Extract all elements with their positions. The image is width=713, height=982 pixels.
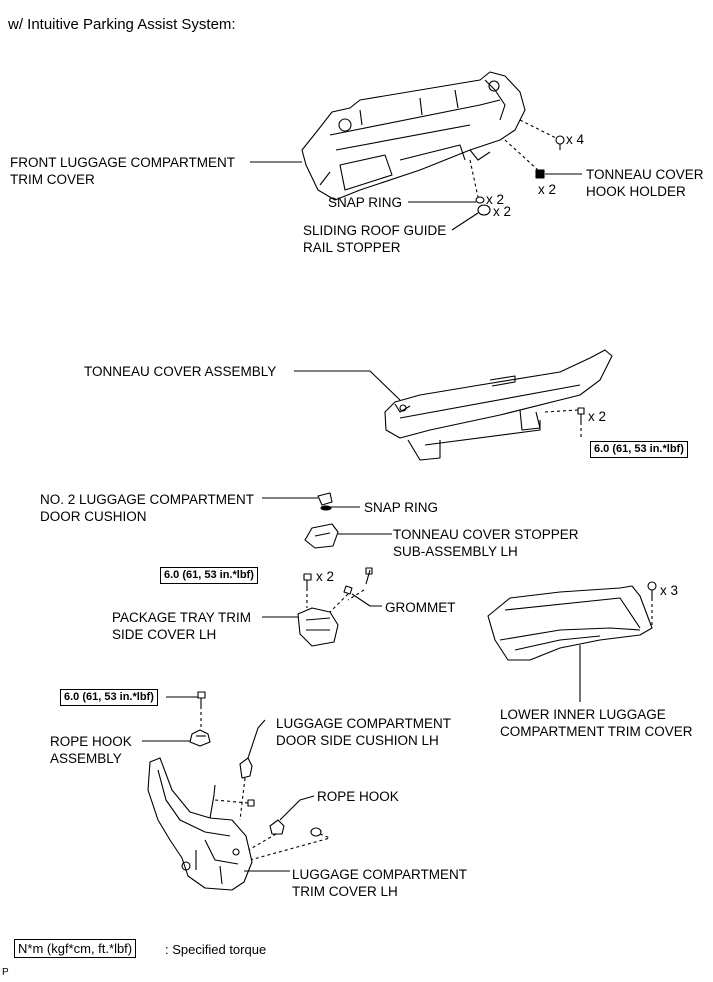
label-rope-hook: ROPE HOOK bbox=[317, 789, 399, 804]
package-bolt bbox=[303, 573, 312, 608]
qty-snap-x2: x 2 bbox=[486, 192, 505, 207]
front-luggage-trim-cover-part bbox=[301, 71, 526, 201]
qty-package-x2: x 2 bbox=[316, 569, 335, 584]
snap-ring-top-part bbox=[469, 159, 485, 204]
legend-torque-text: : Specified torque bbox=[165, 942, 267, 957]
legend-torque-box: N*m (kgf*cm, ft.*lbf) bbox=[14, 939, 137, 958]
corner-mark: P bbox=[2, 967, 9, 978]
tonneau-cover-assembly-part bbox=[384, 349, 613, 461]
luggage-trim-cover-lh-part bbox=[147, 757, 253, 891]
small-clip-part bbox=[249, 827, 331, 861]
clip-x3 bbox=[647, 581, 657, 628]
label-snap-ring-top: SNAP RING bbox=[328, 195, 403, 210]
clip-x4 bbox=[519, 119, 565, 150]
qty-tonneau-x2: x 2 bbox=[588, 409, 607, 424]
tonneau-stopper-part bbox=[304, 523, 339, 549]
qty-clip-x3: x 3 bbox=[660, 583, 679, 598]
qty-clip-x4: x 4 bbox=[566, 132, 585, 147]
diagram-title: w/ Intuitive Parking Assist System: bbox=[8, 16, 236, 33]
grommet-part bbox=[329, 567, 373, 613]
label-tonneau-assembly: TONNEAU COVER ASSEMBLY bbox=[84, 364, 277, 379]
torque-package: 6.0 (61, 53 in.*lbf) bbox=[160, 567, 258, 584]
small-bolt-part bbox=[214, 799, 255, 807]
lower-inner-trim-cover-part bbox=[487, 585, 653, 661]
rope-hook-bolt bbox=[197, 691, 206, 730]
torque-tonneau: 6.0 (61, 53 in.*lbf) bbox=[590, 441, 688, 458]
qty-hook-x2: x 2 bbox=[538, 182, 557, 197]
torque-rope-hook: 6.0 (61, 53 in.*lbf) bbox=[60, 689, 158, 706]
rope-hook-part bbox=[239, 819, 285, 856]
label-snap-ring-mid: SNAP RING bbox=[364, 500, 439, 515]
snap-ring-mid-part bbox=[320, 505, 332, 511]
qty-stopper-x2: x 2 bbox=[493, 204, 512, 219]
rail-stopper-part bbox=[477, 204, 491, 216]
hook-holder-part bbox=[504, 139, 545, 179]
rope-hook-assembly-part bbox=[189, 729, 211, 747]
package-tray-side-cover-part bbox=[297, 607, 339, 647]
door-side-cushion-part bbox=[239, 757, 253, 821]
no2-cushion-part bbox=[317, 492, 333, 506]
tonneau-bolt bbox=[544, 407, 585, 440]
label-grommet: GROMMET bbox=[385, 600, 456, 615]
